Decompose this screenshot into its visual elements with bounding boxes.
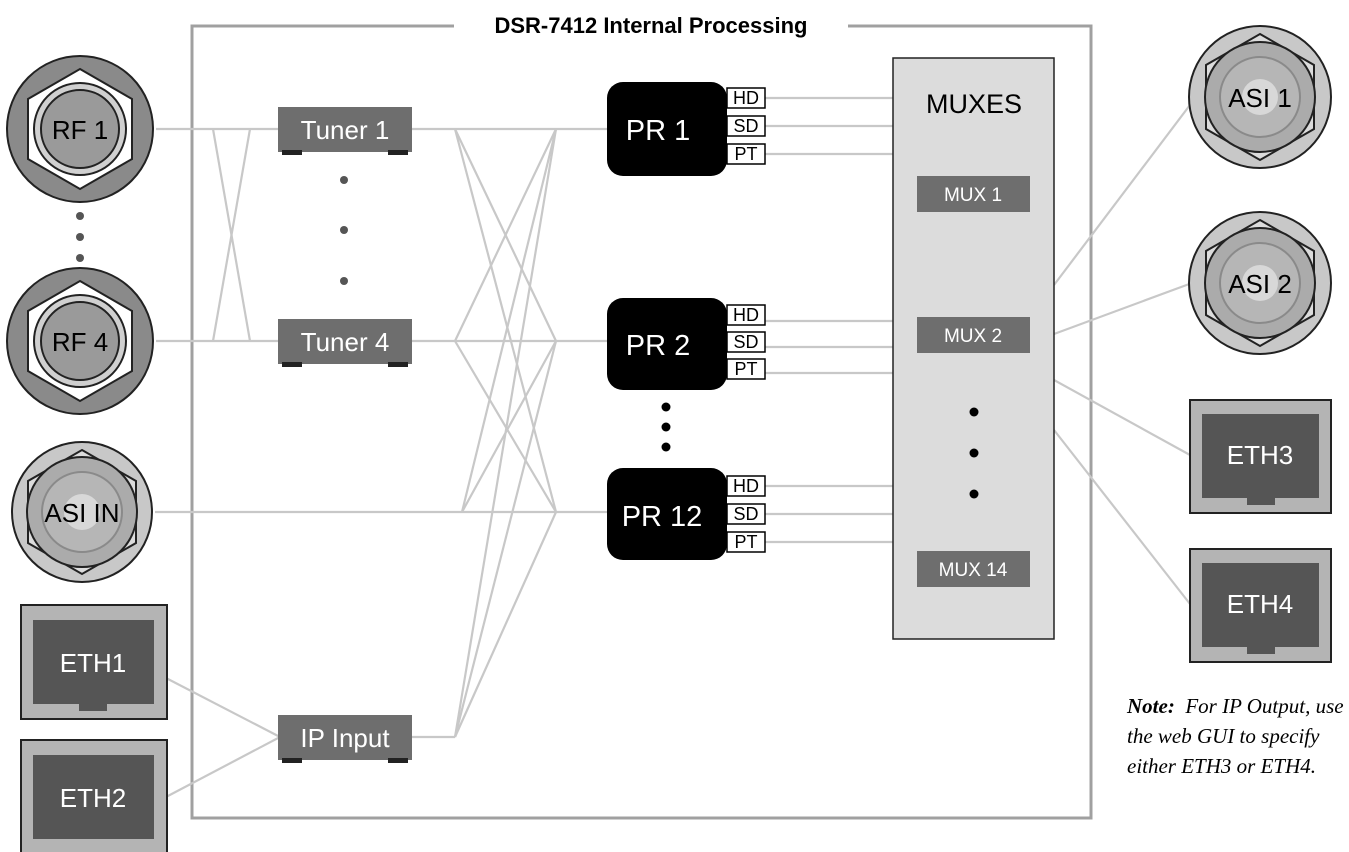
- pr2-label: PR 2: [626, 330, 690, 362]
- eth2-port: ETH2: [20, 739, 168, 852]
- rf4-connector: RF 4: [6, 267, 154, 415]
- ip-input-label: IP Input: [300, 723, 390, 753]
- mux14-block: MUX 14: [917, 551, 1030, 587]
- pr1-port-hd: HD: [733, 88, 759, 108]
- pr1-port-pt: PT: [734, 144, 757, 164]
- tuner-ellipsis: [340, 176, 348, 285]
- pr12-port-sd: SD: [733, 504, 758, 524]
- mux1-block: MUX 1: [917, 176, 1030, 212]
- rf-ellipsis: [76, 212, 84, 262]
- asi2-connector: ASI 2: [1188, 211, 1332, 355]
- mux14-label: MUX 14: [939, 560, 1008, 581]
- frame-title: DSR-7412 Internal Processing: [494, 13, 807, 38]
- tuner1-label: Tuner 1: [301, 115, 390, 145]
- eth2-label: ETH2: [60, 783, 126, 813]
- mux1-label: MUX 1: [944, 185, 1002, 206]
- pr2-port-pt: PT: [734, 359, 757, 379]
- asi1-label: ASI 1: [1228, 83, 1292, 113]
- pr1-block: PR 1 HD SD PT: [607, 82, 766, 176]
- asi-in-connector: ASI IN: [11, 441, 153, 583]
- tuner4-label: Tuner 4: [301, 327, 390, 357]
- tuner4-block: Tuner 4: [278, 319, 412, 367]
- ip-input-block: IP Input: [278, 715, 412, 763]
- wires: [155, 96, 1197, 798]
- ip-output-note: Note: For IP Output, use the web GUI to …: [1127, 691, 1349, 781]
- pr12-block: PR 12 HD SD PT: [607, 468, 766, 560]
- pr2-port-sd: SD: [733, 332, 758, 352]
- rf4-label: RF 4: [52, 327, 108, 357]
- rf1-label: RF 1: [52, 115, 108, 145]
- note-lead: Note:: [1127, 694, 1175, 718]
- muxes-title: MUXES: [926, 89, 1022, 119]
- asi1-connector: ASI 1: [1188, 25, 1332, 169]
- eth4-label: ETH4: [1227, 589, 1293, 619]
- rf1-connector: RF 1: [6, 55, 154, 203]
- pr-ellipsis: [661, 402, 671, 452]
- pr1-port-sd: SD: [733, 116, 758, 136]
- eth3-label: ETH3: [1227, 440, 1293, 470]
- processing-frame: DSR-7412 Internal Processing: [190, 13, 1093, 820]
- asi-in-label: ASI IN: [44, 498, 119, 528]
- pr12-label: PR 12: [622, 501, 703, 533]
- mux2-label: MUX 2: [944, 326, 1002, 347]
- pr2-block: PR 2 HD SD PT: [607, 298, 766, 390]
- mux-ellipsis: [969, 407, 979, 499]
- pr12-port-pt: PT: [734, 532, 757, 552]
- pr2-port-hd: HD: [733, 305, 759, 325]
- pr12-port-hd: HD: [733, 476, 759, 496]
- tuner1-block: Tuner 1: [278, 107, 412, 155]
- pr1-label: PR 1: [626, 115, 690, 147]
- note-text: For IP Output, use the web GUI to specif…: [1127, 694, 1344, 778]
- muxes-panel: MUXES MUX 1 MUX 2 MUX 14: [892, 57, 1055, 640]
- mux2-block: MUX 2: [917, 317, 1030, 353]
- eth1-label: ETH1: [60, 648, 126, 678]
- eth1-port: ETH1: [20, 604, 168, 720]
- eth3-port: ETH3: [1189, 399, 1332, 514]
- asi2-label: ASI 2: [1228, 269, 1292, 299]
- eth4-port: ETH4: [1189, 548, 1332, 663]
